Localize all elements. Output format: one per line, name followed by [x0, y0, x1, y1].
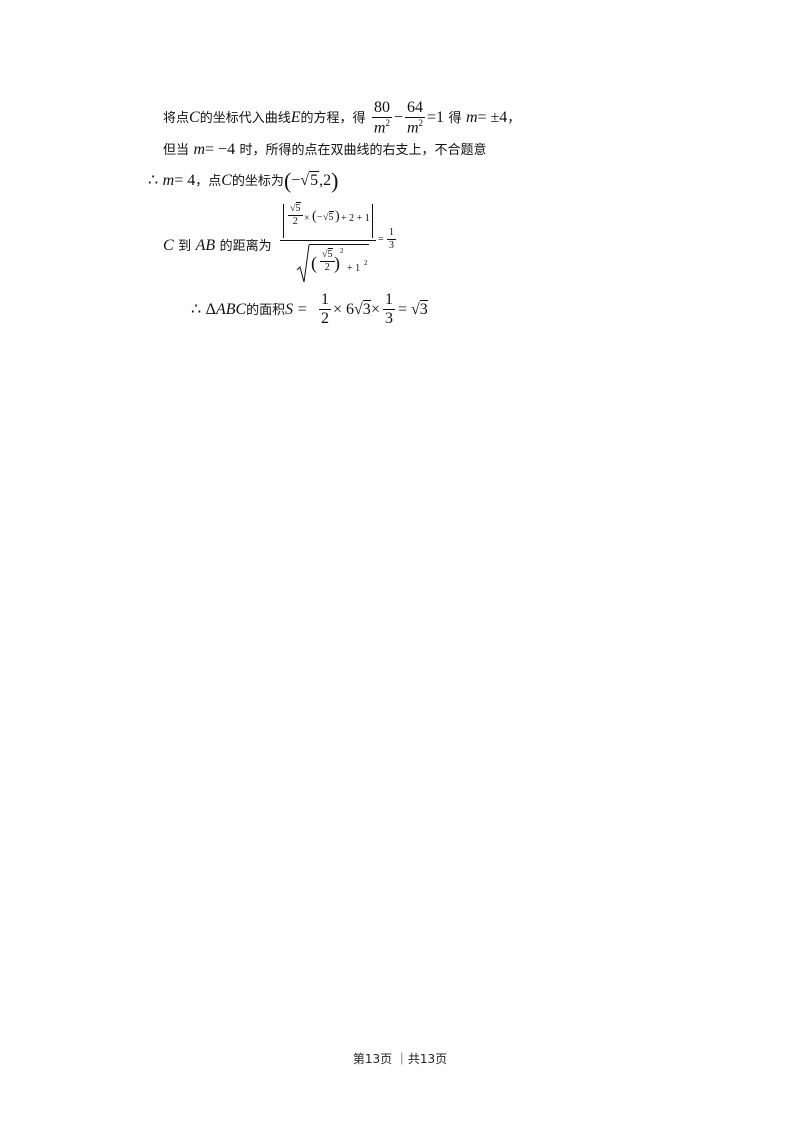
sqrt-sign: √3: [354, 300, 371, 318]
radicand: 5: [327, 248, 333, 260]
paren-open: (: [312, 209, 317, 224]
numerator: 64: [404, 99, 425, 118]
text: 的方程，得: [300, 111, 366, 127]
numerator: √5: [320, 248, 335, 262]
numerator: 1: [387, 227, 396, 240]
var-AB: AB: [195, 237, 216, 254]
result: = ±4: [477, 109, 508, 127]
paren-close: ): [331, 168, 339, 193]
equation-line-3: ∴ m= 4，点C的坐标为(−√5,2): [148, 170, 338, 192]
var-C: C: [163, 237, 174, 254]
fraction-half: 1 2: [319, 292, 331, 327]
therefore-symbol: ∴: [191, 301, 202, 318]
value: = 4: [174, 172, 196, 189]
var-m: m: [162, 172, 175, 189]
equation-line-2: 但当 m= −4 时，所得的点在双曲线的右支上，不合题意: [163, 142, 487, 158]
denominator: 2: [321, 310, 329, 327]
text: 的坐标代入曲线: [199, 111, 291, 127]
text: 时，所得的点在双曲线的右支上，不合题意: [239, 143, 487, 158]
fraction-80: 80 m2: [371, 99, 392, 136]
var-E: E: [290, 109, 301, 127]
var-m: m: [193, 141, 206, 158]
numerator: 1: [383, 291, 395, 310]
numerator: √5: [288, 202, 303, 216]
numerator: 1: [319, 291, 331, 310]
minus: −: [291, 172, 301, 189]
denominator: 3: [385, 310, 393, 327]
var-C: C: [221, 172, 232, 189]
frac-sqrt5-over-2: √5 2: [288, 202, 303, 227]
value: = −4: [205, 141, 236, 158]
var-S: S: [285, 301, 294, 318]
delta-symbol: Δ: [205, 301, 216, 318]
result-fraction: 1 3: [387, 228, 396, 251]
text: ，点: [195, 174, 222, 189]
text: 的距离为: [219, 239, 272, 254]
text: 得: [448, 111, 462, 127]
sqrt-sign-large: [296, 244, 310, 283]
denominator: 2: [324, 262, 330, 273]
equation-line-1: 将点C的坐标代入曲线E的方程，得 80 m2 − 64 m2 =1 得 m= ±…: [163, 100, 520, 136]
minus: −: [317, 212, 323, 223]
sqrt-radicand: 5: [309, 171, 320, 189]
times: ×: [304, 213, 310, 224]
text: 的坐标为: [231, 174, 284, 189]
denominator-sqrt: ( √5 2 ) 2 + 1 2: [296, 244, 374, 284]
plus-one: + 1: [347, 263, 361, 274]
var-C: C: [189, 109, 200, 127]
sqrt-sign: √: [300, 172, 310, 189]
radicand: 3: [362, 300, 371, 318]
radicand: 5: [309, 171, 320, 189]
sum-tail: + 2 + 1: [341, 213, 370, 224]
paren-open: (: [283, 168, 292, 193]
fraction-bar: [280, 240, 376, 241]
fraction-third: 1 3: [383, 292, 395, 327]
text: 的面积: [246, 303, 286, 318]
exponent-2: 2: [385, 118, 390, 128]
minus: −: [393, 109, 403, 127]
exponent-2: 2: [364, 259, 368, 267]
var-ABC: ABC: [215, 301, 247, 318]
var-m: m: [406, 119, 419, 137]
fraction-64: 64 m2: [404, 99, 425, 136]
paren-open: (: [311, 253, 317, 273]
numerator: 80: [371, 99, 392, 118]
sqrt-sign: √3: [411, 300, 428, 318]
equals: =: [378, 234, 384, 245]
numerator-abs: √5 2 × ( − √5 ) + 2 + 1: [283, 202, 373, 238]
equals: =: [297, 301, 307, 318]
radicand: 3: [419, 300, 428, 318]
vinculum: [309, 244, 369, 245]
frac-sqrt5-over-2: √5 2: [320, 248, 335, 273]
paren-close: ): [334, 253, 340, 273]
distance-fraction: √5 2 × ( − √5 ) + 2 + 1 ( √5 2 ) 2 + 1: [280, 202, 376, 288]
sqrt-sign: √5: [323, 211, 334, 223]
coord-tail: ,2: [319, 172, 332, 189]
var-m: m: [373, 119, 386, 137]
denominator: m2: [372, 118, 392, 136]
page-footer: 第13页 ｜共13页: [352, 1052, 448, 1066]
text: 但当: [163, 143, 190, 158]
denominator: 3: [389, 240, 394, 251]
var-m: m: [465, 109, 478, 127]
denominator: 2: [292, 216, 298, 227]
text: ，: [507, 111, 521, 127]
equals-one: =1: [426, 109, 445, 127]
exponent-2: 2: [340, 247, 344, 255]
therefore-symbol: ∴: [148, 172, 159, 189]
denominator: m2: [405, 118, 425, 136]
radicand: 5: [328, 211, 334, 223]
exponent-2: 2: [418, 118, 424, 128]
radicand: 5: [295, 202, 301, 214]
times: ×: [371, 301, 381, 318]
times-six: × 6: [333, 301, 355, 318]
text: 将点: [163, 111, 190, 127]
equals: =: [398, 301, 408, 318]
paren-close: ): [335, 209, 340, 224]
text: 到: [178, 239, 192, 254]
